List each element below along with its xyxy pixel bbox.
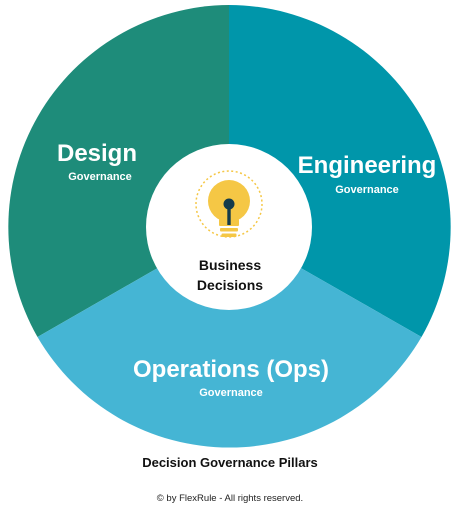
operations-title: Operations (Ops) (133, 356, 329, 383)
center-label-line1: Business (199, 257, 261, 273)
design-title: Design (57, 140, 137, 167)
center-label-line2: Decisions (197, 277, 263, 293)
center-circle (146, 144, 312, 310)
operations-subtitle: Governance (199, 387, 263, 399)
design-subtitle: Governance (68, 171, 132, 183)
engineering-subtitle: Governance (335, 184, 399, 196)
operations-segment (37, 227, 422, 448)
lightbulb-icon (195, 170, 263, 238)
diagram-caption: Decision Governance Pillars (142, 455, 318, 470)
engineering-title: Engineering (298, 152, 437, 179)
copyright-notice: © by FlexRule - All rights reserved. (156, 493, 304, 504)
